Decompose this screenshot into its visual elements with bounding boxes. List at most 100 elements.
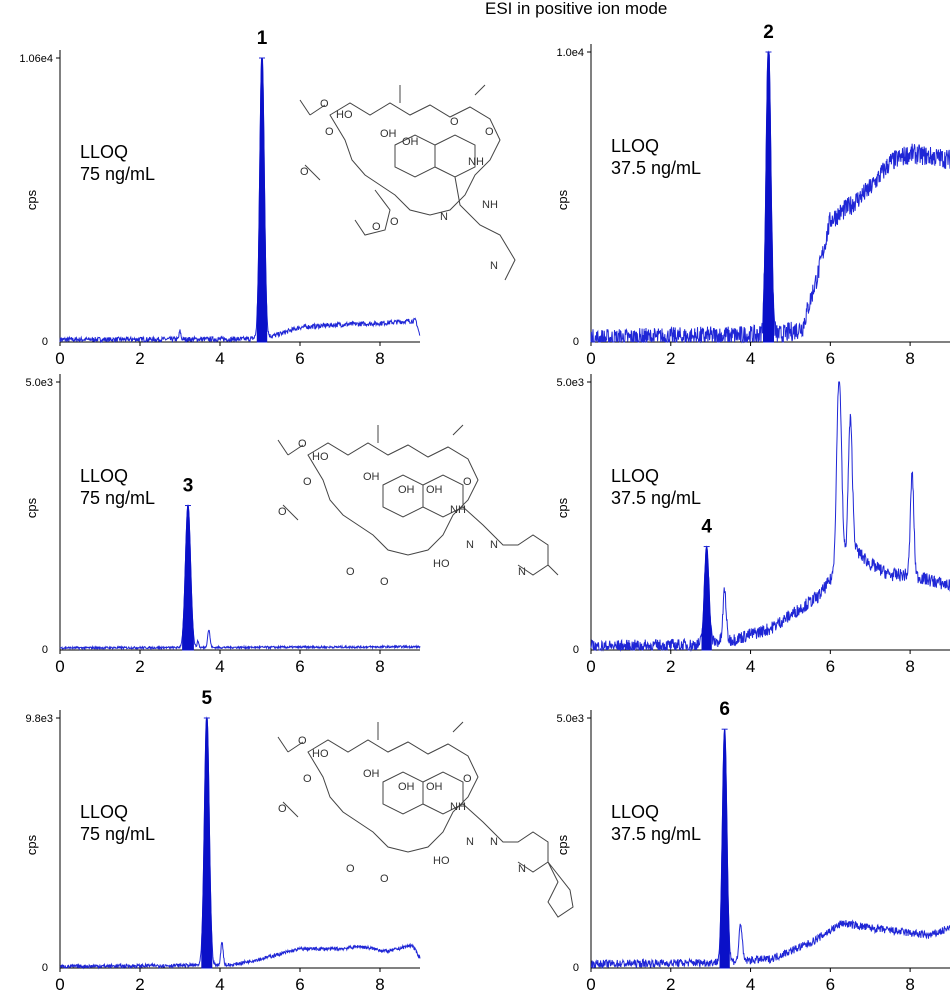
x-tick-label: 6 [295, 657, 304, 676]
main-peak [256, 57, 268, 343]
y-axis-label: cps [24, 834, 39, 855]
lloq-label: LLOQ [80, 142, 128, 162]
x-tick-label: 8 [375, 657, 384, 676]
lloq-value: 75 ng/mL [80, 824, 155, 844]
y-max-label: 5.0e3 [556, 377, 584, 389]
structure-3-label: OH [426, 484, 443, 496]
compound-number: 1 [257, 28, 268, 49]
structure-5-label: OH [398, 781, 415, 793]
structure-3-label: OH [363, 471, 380, 483]
structure-1-label: O [450, 116, 459, 128]
x-tick-label: 2 [135, 975, 144, 993]
structure-1-label: O [300, 166, 309, 178]
y-min-label: 0 [573, 644, 579, 656]
lloq-value: 37.5 ng/mL [611, 824, 701, 844]
chromatogram-trace [59, 505, 421, 651]
structure-5-label: N [490, 836, 498, 848]
x-tick-label: 2 [666, 657, 675, 676]
lloq-label: LLOQ [611, 802, 659, 822]
lloq-label: LLOQ [80, 466, 128, 486]
structure-3-label: O [463, 476, 472, 488]
structure-1-label: NH [482, 199, 498, 211]
x-tick-label: 0 [55, 349, 64, 368]
x-tick-label: 4 [746, 349, 755, 368]
chromatogram-trace [590, 729, 950, 969]
structure-5-label: O [346, 863, 355, 875]
y-max-label: 5.0e3 [25, 377, 53, 389]
compound-number: 3 [183, 476, 194, 497]
lloq-value: 37.5 ng/mL [611, 488, 701, 508]
chromatogram-trace [59, 57, 421, 344]
main-peak [182, 504, 194, 651]
y-axis-label: cps [555, 497, 570, 518]
lloq-value: 37.5 ng/mL [611, 158, 701, 178]
structure-3-label: O [298, 438, 307, 450]
lloq-label: LLOQ [611, 136, 659, 156]
x-tick-label: 4 [746, 975, 755, 993]
x-tick-label: 4 [215, 975, 224, 993]
x-tick-label: 4 [746, 657, 755, 676]
compound-number: 2 [763, 22, 774, 43]
structure-3-label: O [303, 476, 312, 488]
structure-1-label: N [440, 211, 448, 223]
structure-1-label: HO [336, 109, 353, 121]
structure-3-label: HO [312, 451, 329, 463]
chromatogram-trace [59, 716, 421, 970]
structure-1-label: O [320, 98, 329, 110]
structure-1-label: O [325, 126, 334, 138]
structure-1-label: NH [468, 156, 484, 168]
y-axis-label: cps [24, 189, 39, 210]
structure-5-label: O [278, 803, 287, 815]
structure-1-label: N [490, 260, 498, 272]
x-tick-label: 0 [586, 349, 595, 368]
x-tick-label: 6 [826, 349, 835, 368]
x-tick-label: 8 [905, 975, 914, 993]
structure-3-label: OH [398, 484, 415, 496]
y-max-label: 1.0e4 [556, 47, 584, 59]
structure-1-label: OH [402, 136, 419, 148]
structure-5-label: HO [433, 855, 450, 867]
y-min-label: 0 [42, 336, 48, 348]
x-tick-label: 4 [215, 349, 224, 368]
lloq-value: 75 ng/mL [80, 164, 155, 184]
y-min-label: 0 [573, 336, 579, 348]
structure-5-label: OH [426, 781, 443, 793]
structure-3-label: N [490, 539, 498, 551]
y-min-label: 0 [573, 962, 579, 974]
structure-3-label: NH [450, 504, 466, 516]
y-min-label: 0 [42, 962, 48, 974]
x-tick-label: 2 [666, 349, 675, 368]
x-tick-label: 6 [826, 975, 835, 993]
structure-5-label: O [463, 773, 472, 785]
main-peak [719, 729, 730, 969]
structure-5-label: O [303, 773, 312, 785]
y-axis-label: cps [555, 834, 570, 855]
compound-number: 6 [719, 699, 730, 720]
x-tick-label: 2 [666, 975, 675, 993]
x-tick-label: 2 [135, 657, 144, 676]
structure-1-label: O [390, 216, 399, 228]
structure-1-label: O [372, 221, 381, 233]
structure-3-label: N [466, 539, 474, 551]
x-tick-label: 0 [55, 975, 64, 993]
lloq-value: 75 ng/mL [80, 488, 155, 508]
x-tick-label: 0 [55, 657, 64, 676]
x-tick-label: 4 [215, 657, 224, 676]
structure-3-label: HO [433, 558, 450, 570]
structure-5-label: OH [363, 768, 380, 780]
main-peak [201, 717, 213, 969]
compound-number: 4 [701, 517, 712, 538]
main-peak [701, 545, 712, 651]
structure-1-label: O [485, 126, 494, 138]
x-tick-label: 2 [135, 349, 144, 368]
x-tick-label: 8 [905, 349, 914, 368]
structure-5-label: O [298, 735, 307, 747]
lloq-label: LLOQ [611, 466, 659, 486]
lloq-label: LLOQ [80, 802, 128, 822]
y-max-label: 9.8e3 [25, 713, 53, 725]
